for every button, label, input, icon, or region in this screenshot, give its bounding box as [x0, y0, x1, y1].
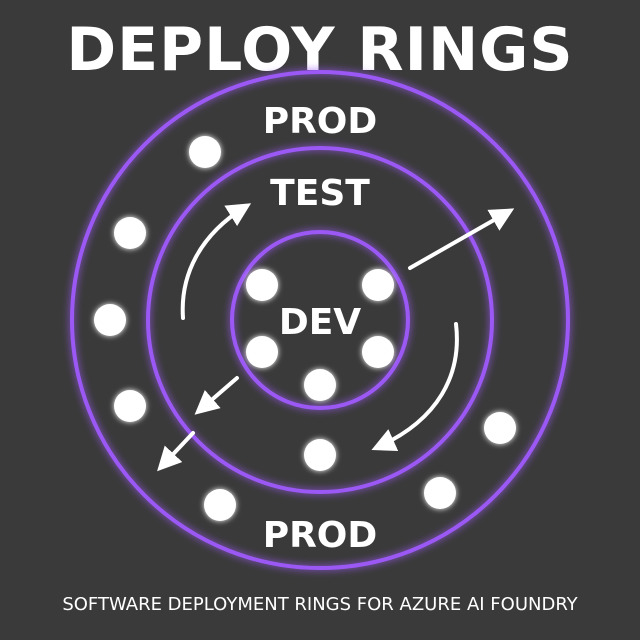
arrow-dev-to-prod-diagonal: [408, 208, 515, 270]
node-prod: [484, 412, 516, 444]
node-prod: [114, 390, 146, 422]
node-test: [304, 439, 336, 471]
node-prod: [114, 217, 146, 249]
ring-label-test: TEST: [270, 173, 370, 214]
middle-ring-test: [146, 146, 494, 494]
arrow-test-to-prod-diagonal: [157, 431, 195, 472]
node-dev: [362, 336, 394, 368]
ring-label-prod-top: PROD: [263, 101, 378, 142]
inner-ring-dev: [230, 230, 410, 410]
diagram-caption: SOFTWARE DEPLOYMENT RINGS FOR AZURE AI F…: [62, 594, 578, 615]
ring-label-dev: DEV: [279, 302, 361, 343]
node-prod: [204, 489, 236, 521]
arrow-dev-to-test-diagonal: [194, 376, 239, 415]
node-prod: [424, 477, 456, 509]
node-dev: [362, 269, 394, 301]
node-prod: [94, 304, 126, 336]
node-dev: [246, 269, 278, 301]
arrow-dev-to-test-curved: [180, 203, 252, 320]
ring-label-prod-bottom: PROD: [263, 515, 378, 556]
node-dev: [246, 336, 278, 368]
node-prod: [189, 136, 221, 168]
outer-ring-prod: [70, 70, 570, 570]
arrow-prod-to-test-curved: [371, 322, 459, 452]
node-dev: [304, 369, 336, 401]
